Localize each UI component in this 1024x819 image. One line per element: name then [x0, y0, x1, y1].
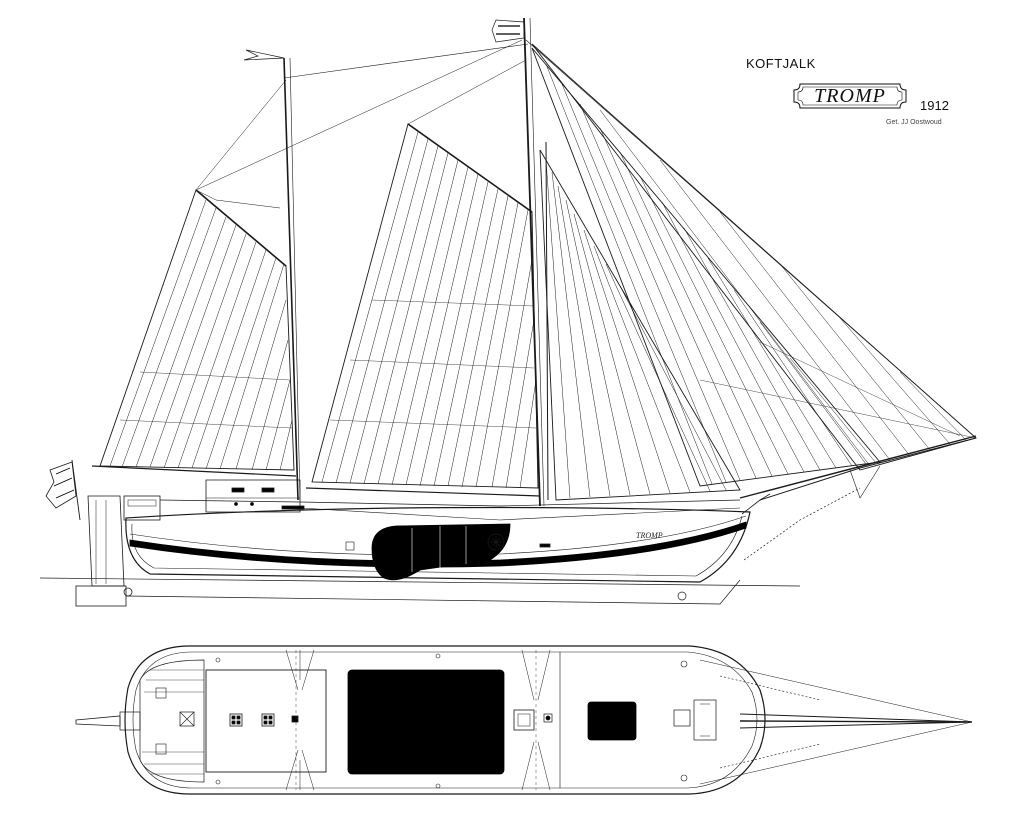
- windlass-icon: [673, 709, 691, 727]
- plan-tiller: [75, 715, 121, 727]
- plan-hull-outline: [124, 645, 766, 795]
- deck-rail: [159, 499, 741, 507]
- leeboard-emblem-icon: [487, 533, 505, 551]
- rudder: [87, 495, 125, 587]
- aft-mast: [283, 57, 299, 501]
- anchor-icon: [677, 591, 687, 601]
- stern-flag-icon: [45, 461, 77, 509]
- aft-mast-rig: [91, 49, 301, 501]
- cabin: [205, 479, 301, 513]
- build-year: 1912: [920, 98, 949, 113]
- bobstay: [743, 487, 861, 561]
- rudder-base: [75, 585, 127, 607]
- fore-mast-rig: [195, 17, 977, 507]
- main-sail: [311, 123, 539, 489]
- wale-stripe: [129, 521, 747, 568]
- flying-jib: [531, 43, 977, 471]
- fore-boom: [305, 487, 541, 497]
- leeboard: [371, 523, 511, 581]
- aft-boom: [91, 465, 297, 477]
- plan-cabin: [205, 669, 327, 773]
- side-elevation: TROMP: [39, 17, 977, 607]
- name-plate: TROMP: [792, 82, 908, 110]
- stern-house: [123, 495, 161, 521]
- staysail: [539, 149, 741, 501]
- fore-mast: [523, 17, 541, 507]
- hull: [125, 506, 751, 583]
- topmast: [545, 141, 549, 501]
- fore-hatch: [587, 701, 637, 741]
- main-hatch: [347, 669, 505, 775]
- aft-pennant-icon: [243, 49, 285, 61]
- drawing-credit: Get. JJ Oostwoud: [886, 119, 942, 126]
- hull-name-lettering: TROMP: [636, 531, 663, 540]
- name-plate-frame: [793, 83, 907, 109]
- waterline: [39, 577, 801, 587]
- vessel-type-label: KOFTJALK: [746, 56, 816, 71]
- stern-hatch-icon: [179, 711, 195, 727]
- fore-flag-icon: [491, 19, 525, 43]
- plan-view: [75, 645, 973, 795]
- fore-stay: [525, 39, 977, 439]
- propeller-icon: [123, 587, 133, 597]
- winch-icon: [513, 709, 535, 731]
- stern-deck: [139, 659, 205, 783]
- keel-line: [125, 579, 741, 605]
- vessel-name: TROMP: [814, 85, 886, 107]
- aft-sail: [99, 189, 295, 471]
- jib: [531, 47, 881, 487]
